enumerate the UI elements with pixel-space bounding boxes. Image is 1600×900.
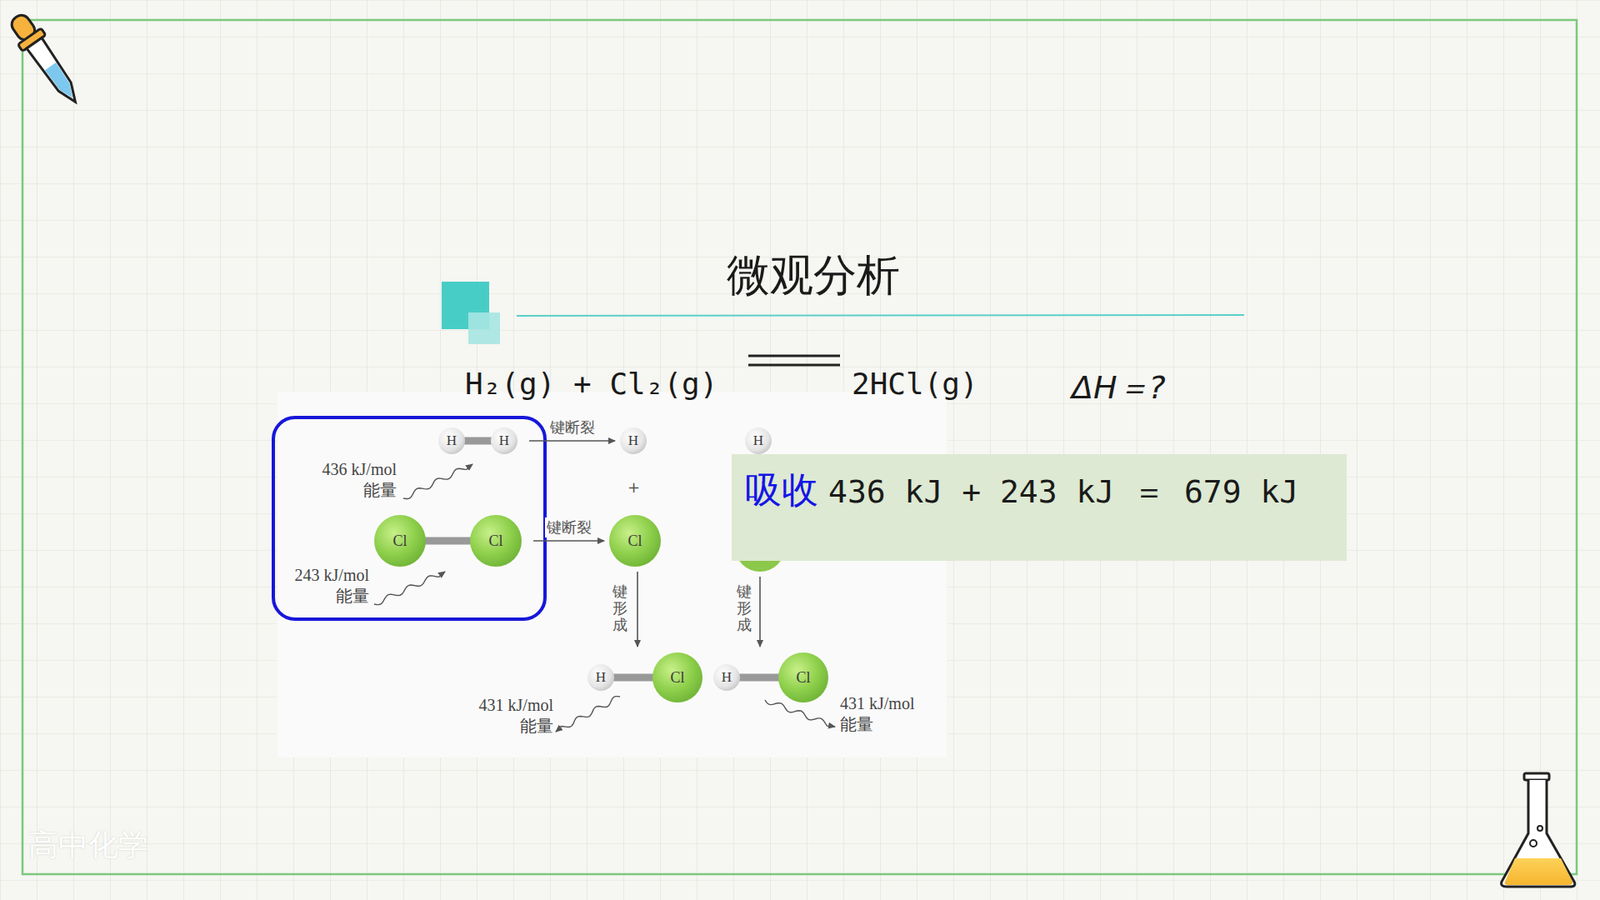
illustration-ground (277, 391, 947, 758)
heading-rule (516, 315, 1245, 316)
bond-breaking-arrow (533, 540, 605, 542)
dropper-icon (4, 9, 87, 110)
h-atom: H (490, 427, 518, 455)
equation-product: 2HCl(g) (851, 366, 979, 401)
result-box: 吸收436 kJ + 243 kJ ＝ 679 kJ (731, 454, 1347, 561)
energy-wave-arrow (765, 700, 835, 727)
edge-label: 键断裂 (548, 417, 597, 438)
equation-sign (748, 355, 840, 358)
h-atom: H (620, 427, 647, 455)
cl-atom: Cl (652, 652, 703, 703)
chemical-bond (424, 537, 472, 545)
cl-atom: Cl (778, 652, 829, 703)
energy-label: 436 kJ/mol 能量 (303, 459, 397, 501)
energy-wave-arrow (555, 696, 620, 732)
equation-sign (748, 364, 840, 367)
cl-atom: Cl (609, 515, 661, 567)
atom-symbol: Cl (488, 532, 503, 550)
h-atom: H (745, 427, 772, 455)
atom-symbol: H (753, 432, 764, 450)
keyword-text: 吸收 (745, 465, 819, 515)
atom-symbol: H (595, 669, 606, 686)
energy-wave-arrow (403, 464, 473, 500)
slide-title: 微观分析 (726, 246, 900, 305)
edge-label: 键断裂 (545, 517, 594, 538)
bond-formation-arrow (759, 576, 761, 647)
bond-formation-label: 键形成 (736, 583, 752, 633)
bond-breaking-arrow (529, 440, 615, 442)
atom-symbol: H (446, 432, 457, 450)
atom-symbol: Cl (795, 669, 810, 687)
atom-symbol: Cl (392, 532, 407, 550)
cl-atom: Cl (470, 515, 522, 567)
flask-icon (1501, 773, 1575, 887)
equation-reactants: H₂(g) + Cl₂(g) (465, 366, 718, 401)
atom-symbol: Cl (627, 532, 642, 550)
h-atom: H (438, 427, 465, 455)
h-atom: H (713, 664, 740, 691)
chemical-bond (612, 674, 655, 682)
atom-symbol: H (628, 432, 639, 450)
enthalpy-change: ΔH＝? (1071, 366, 1166, 410)
h-atom: H (587, 664, 615, 691)
sum-text: 436 kJ + 243 kJ ＝ 679 kJ (828, 470, 1299, 514)
bond-formation-label: 键形成 (612, 583, 628, 633)
bond-formation-arrow (636, 571, 639, 647)
energy-label: 431 kJ/mol 能量 (840, 693, 934, 735)
atom-symbol: H (499, 432, 510, 450)
chemical-bond (738, 674, 780, 682)
atom-symbol: H (721, 669, 732, 686)
highlight-frame (273, 417, 545, 620)
heading-square (468, 312, 500, 345)
cl-atom: Cl (374, 515, 426, 567)
chemical-bond (463, 437, 493, 445)
energy-label: 243 kJ/mol 能量 (275, 565, 370, 607)
energy-wave-arrow (374, 571, 445, 605)
energy-label: 431 kJ/mol 能量 (460, 695, 554, 737)
plus-sign: + (627, 478, 640, 496)
watermark: 高中化学 (28, 825, 149, 866)
page-border (22, 20, 1577, 875)
atom-symbol: Cl (670, 669, 685, 687)
